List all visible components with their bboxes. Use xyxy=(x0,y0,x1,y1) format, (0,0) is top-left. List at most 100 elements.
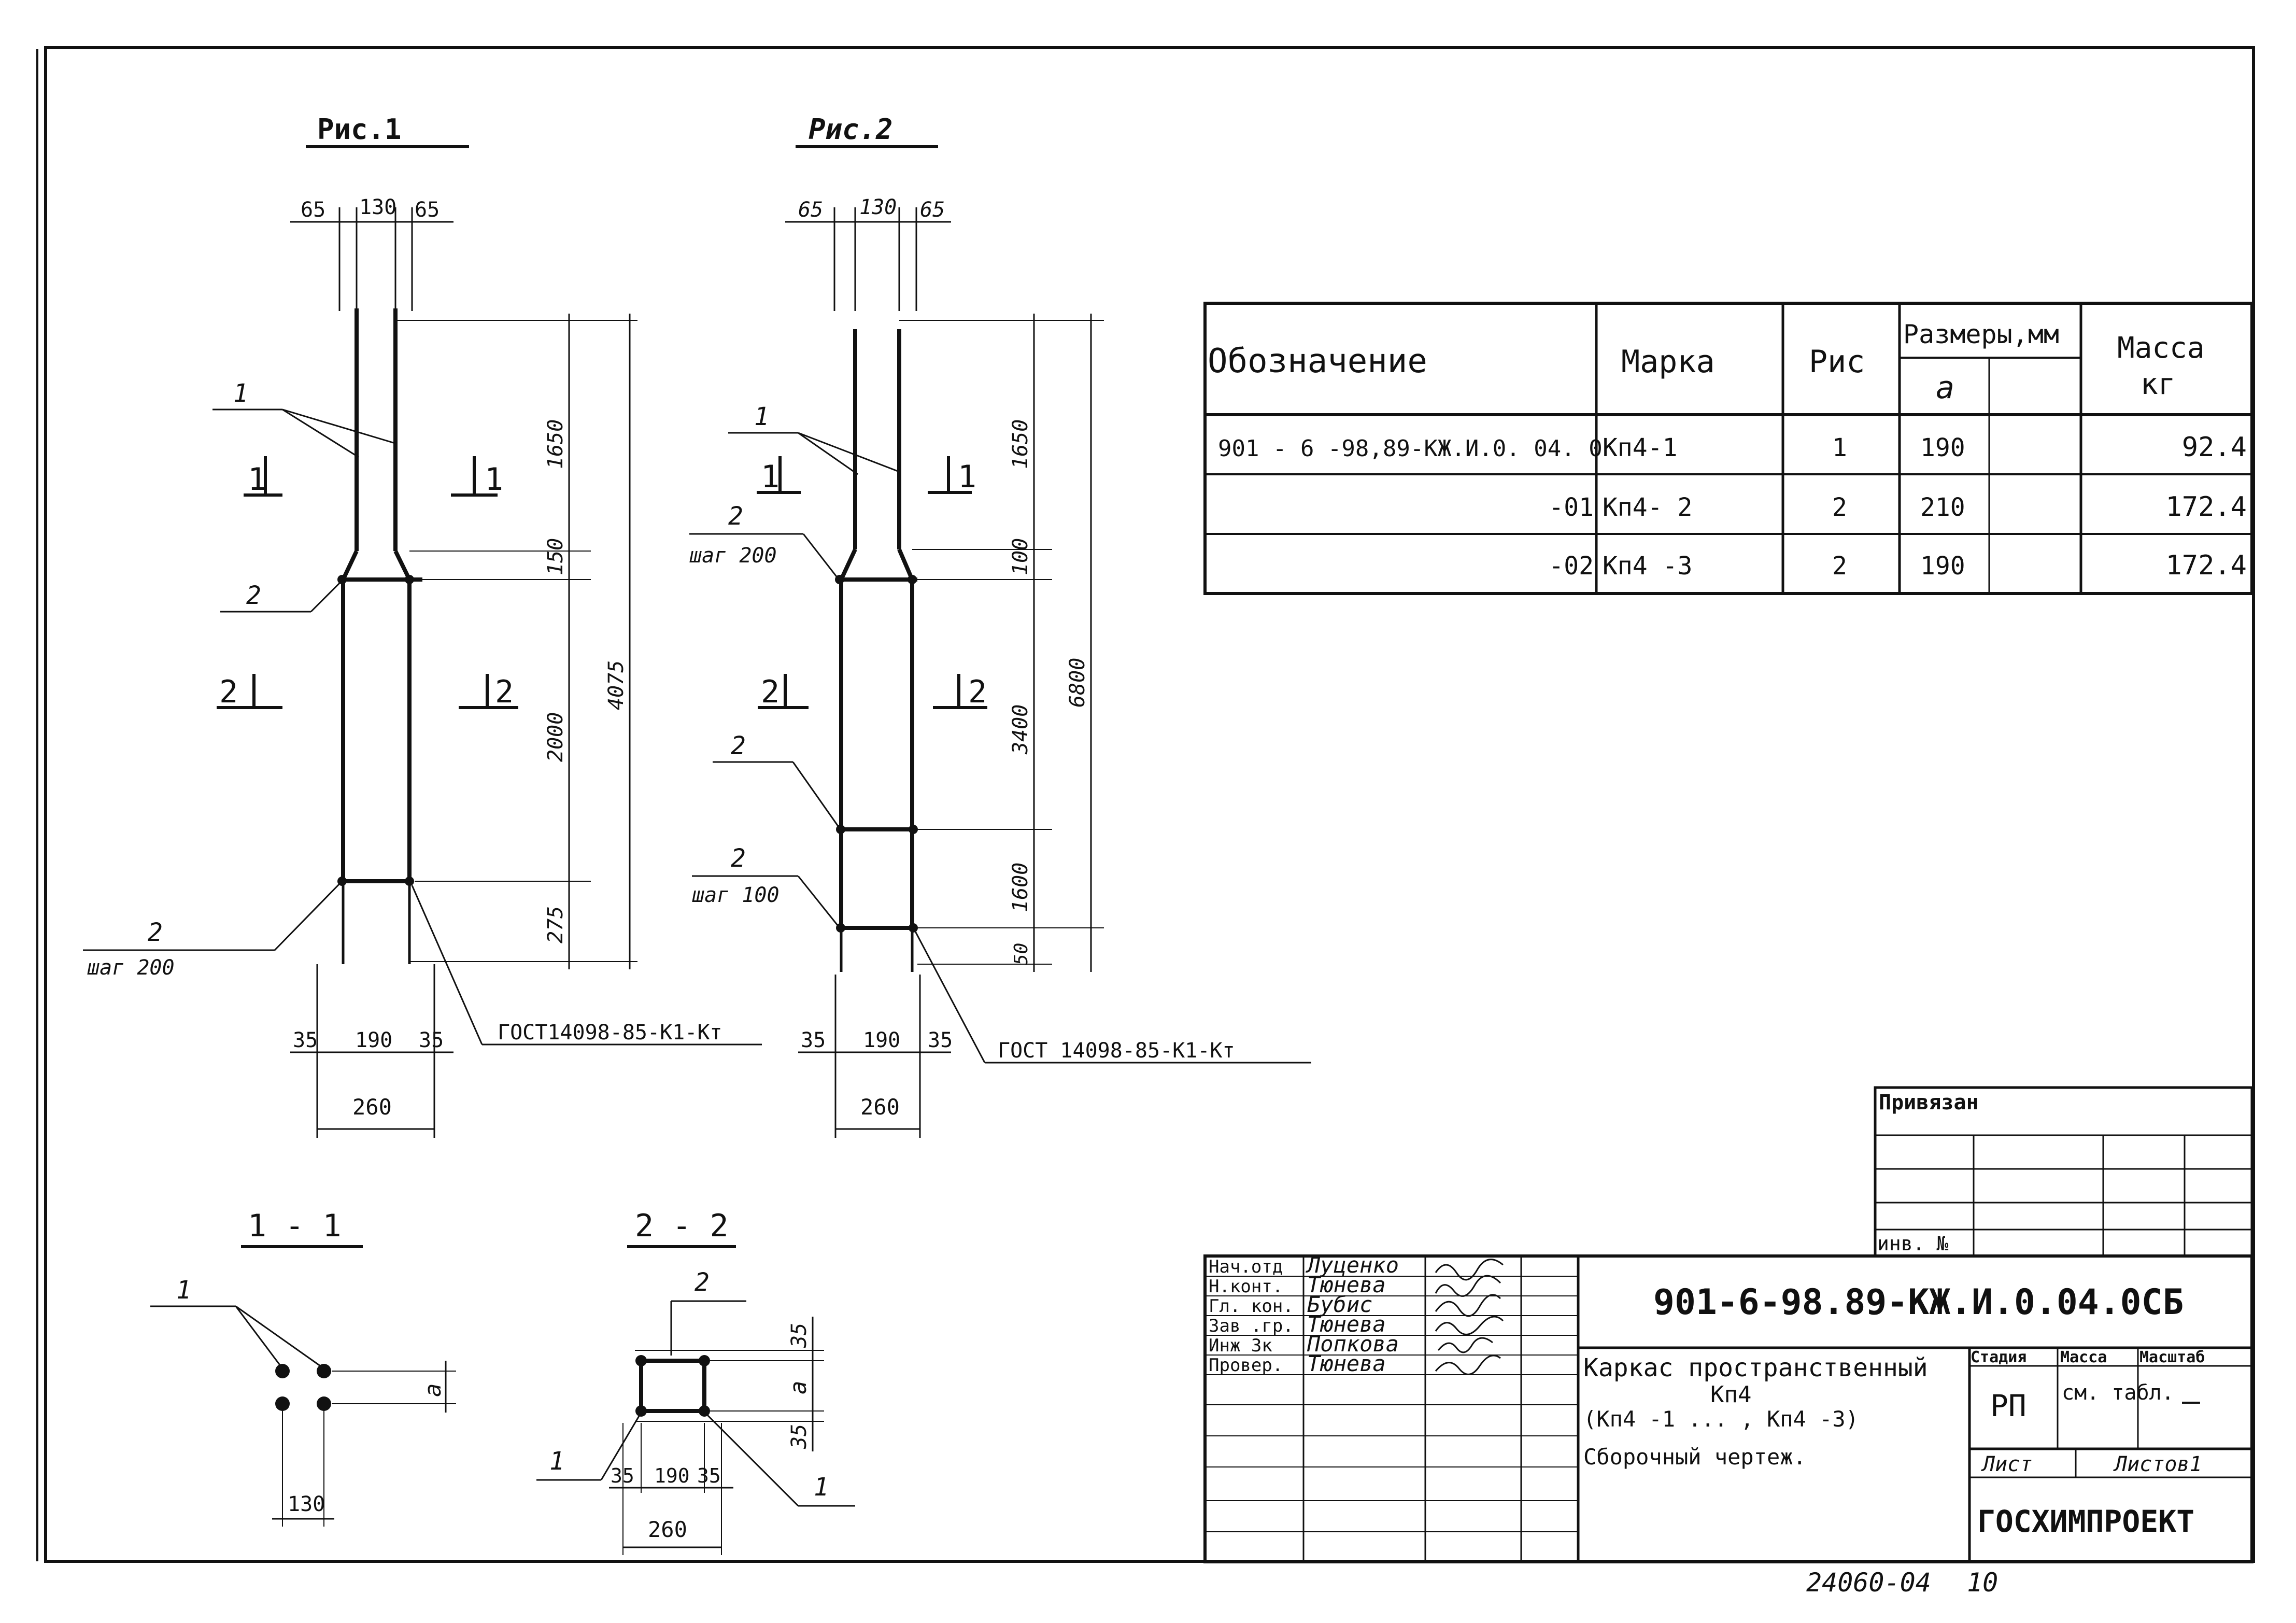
binding-label: Привязан xyxy=(1879,1091,1979,1114)
section-1-1: 1 - 1 1 а 130 xyxy=(150,1208,456,1527)
section-2-2-dim-a: а xyxy=(785,1381,812,1395)
section-1-1-title: 1 - 1 xyxy=(248,1208,342,1244)
section-2-2-dim-35-top: 35 xyxy=(787,1323,811,1348)
signature-3 xyxy=(1435,1294,1501,1317)
spec-row-2-a: 210 xyxy=(1920,493,1965,522)
spec-row-1-mass: 92.4 xyxy=(2182,432,2247,463)
spec-row: 901 - 6 -98,89-КЖ.И.0. 04. 0 Кп4-1 1 190… xyxy=(1218,432,2247,463)
spec-row-2-mark: Кп4- 2 xyxy=(1603,493,1692,522)
title-block-desc-line-3: (Кп4 -1 ... , Кп4 -3) xyxy=(1583,1406,1859,1432)
title-block: Нач.отд Луценко Н.конт. Тюнева Гл. кон. … xyxy=(1203,1252,2254,1563)
spec-row-2-mass: 172.4 xyxy=(2165,491,2247,523)
fig2-gost-label: ГОСТ 14098-85-К1-Кт xyxy=(998,1039,1235,1063)
fig2-dim-1600: 1600 xyxy=(1009,863,1032,912)
fig1-section-1-left: 1 xyxy=(248,461,266,498)
title-block-scale: — xyxy=(2182,1383,2200,1418)
fig2-bottom-dim-3: 35 xyxy=(928,1028,953,1052)
signature-4 xyxy=(1435,1316,1504,1335)
fig1-dim-total: 4075 xyxy=(604,660,628,710)
signature-5 xyxy=(1437,1337,1493,1353)
fig2-section-1-left: 1 xyxy=(761,459,779,495)
fig1-callout-2: 2 xyxy=(246,581,261,610)
title-block-desc-line-4: Сборочный чертеж. xyxy=(1583,1444,1806,1470)
figure-1-title: Рис.1 xyxy=(317,113,402,146)
spec-row-1-designation: 901 - 6 -98,89-КЖ.И.0. 04. 0 xyxy=(1218,435,1603,462)
fig1-callout-2b-number: 2 xyxy=(148,918,163,947)
section-2-2-dim-35-bottom: 35 xyxy=(787,1424,811,1449)
fig1-bottom-dim-1: 35 xyxy=(293,1028,318,1052)
spec-row-3-a: 190 xyxy=(1920,552,1965,581)
title-block-name-4: Тюнева xyxy=(1307,1311,1386,1337)
fig2-dim-total: 6800 xyxy=(1066,658,1089,708)
section-1-1-dim-a: а xyxy=(420,1384,446,1398)
fig2-callout-2a-step: шаг 200 xyxy=(689,544,777,568)
fig2-callout-2c-step: шаг 100 xyxy=(692,883,779,907)
title-block-desc-line-2: Кп4 xyxy=(1710,1381,1751,1408)
signature-1 xyxy=(1435,1259,1504,1281)
fig1-gost-label: ГОСТ14098-85-К1-Кт xyxy=(498,1021,722,1045)
spec-row-2-fig: 2 xyxy=(1832,493,1847,522)
section-2-2-bottom-dim-1: 35 xyxy=(611,1464,634,1487)
title-block-name-5: Попкова xyxy=(1307,1331,1399,1357)
title-block-sheets-label: Листов1 xyxy=(2113,1452,2202,1476)
binding-box: Привязан инв. № xyxy=(1874,1086,2254,1258)
figure-1: Рис.1 65 130 65 1650 150 xyxy=(83,113,762,1138)
figure-2: Рис.2 65 130 65 1650 1 xyxy=(689,113,1311,1138)
fig1-top-dim-3: 65 xyxy=(415,198,440,222)
fig2-dim-1650: 1650 xyxy=(1009,419,1032,469)
title-block-scale-label: Масштаб xyxy=(2139,1348,2205,1366)
title-block-role-3: Гл. кон. xyxy=(1209,1296,1294,1317)
fig2-top-dim-1: 65 xyxy=(798,198,823,222)
title-block-mass-label: Масса xyxy=(2060,1348,2107,1366)
section-2-2-width-dim: 260 xyxy=(648,1517,687,1542)
section-2-2-callout-left: 1 xyxy=(549,1447,564,1476)
fig2-section-1-right: 1 xyxy=(958,459,976,495)
spec-header-mass: Масса xyxy=(2117,331,2205,365)
spec-table: Обозначение Марка Рис Размеры,мм а Масса… xyxy=(1203,302,2254,595)
fig2-bottom-dim-2: 190 xyxy=(863,1028,900,1052)
signature-6 xyxy=(1435,1354,1501,1375)
fig1-dim-2000: 2000 xyxy=(544,712,568,762)
title-block-mass: см. табл. xyxy=(2062,1381,2174,1405)
spec-header-designation: Обозначение xyxy=(1208,342,1427,380)
fig2-bottom-dim-1: 35 xyxy=(801,1028,826,1052)
fig1-callout-2b-step: шаг 200 xyxy=(87,956,175,980)
title-block-role-2: Н.конт. xyxy=(1209,1276,1283,1297)
section-2-2: 2 - 2 35 а 35 2 1 1 35 190 35 260 xyxy=(536,1208,855,1555)
section-2-2-bottom-dim-3: 35 xyxy=(697,1464,721,1487)
page-number: 10 xyxy=(1967,1568,1998,1598)
title-block-org: ГОСХИМПРОЕКТ xyxy=(1977,1504,2194,1539)
section-2-2-callout-right: 1 xyxy=(814,1473,829,1502)
fig1-section-2-left: 2 xyxy=(219,674,238,710)
title-block-name-6: Тюнева xyxy=(1307,1351,1386,1376)
fig2-dim-100: 100 xyxy=(1009,538,1032,575)
fig2-dim-50: 50 xyxy=(1011,943,1032,965)
title-block-role-4: Зав .гр. xyxy=(1209,1316,1294,1336)
fig1-callout-1: 1 xyxy=(233,379,248,408)
spec-row-1-mark: Кп4-1 xyxy=(1603,433,1678,462)
title-block-role-6: Провер. xyxy=(1209,1355,1283,1376)
title-block-name-3: Бубис xyxy=(1307,1292,1372,1317)
fig1-section-1-right: 1 xyxy=(485,461,503,498)
spec-header-mark: Марка xyxy=(1621,344,1715,380)
title-block-desc-line-1: Каркас пространственный xyxy=(1583,1353,1928,1382)
spec-row-3-mass: 172.4 xyxy=(2165,550,2247,581)
spec-row-3-designation: -02 xyxy=(1549,552,1594,581)
fig2-top-dim-2: 130 xyxy=(859,195,897,219)
spec-header-fig: Рис xyxy=(1809,344,1865,380)
fig1-section-2-right: 2 xyxy=(495,674,514,710)
sheet-border xyxy=(44,46,2255,1563)
spec-row: -02 Кп4 -3 2 190 172.4 xyxy=(1549,550,2247,581)
title-block-role-1: Нач.отд xyxy=(1209,1257,1283,1277)
spec-row-1-a: 190 xyxy=(1920,433,1965,462)
section-1-1-dim-width: 130 xyxy=(288,1492,325,1516)
title-block-stage: РП xyxy=(1990,1388,2026,1423)
fig2-section-2-right: 2 xyxy=(968,674,987,710)
spec-header-size-a: а xyxy=(1936,370,1954,406)
title-block-sheet-label: Лист xyxy=(1981,1452,2032,1476)
title-block-code: 901-6-98.89-КЖ.И.0.04.0СБ xyxy=(1653,1282,2184,1323)
title-block-role-5: Инж 3к xyxy=(1209,1335,1272,1356)
fig2-callout-2c-number: 2 xyxy=(731,844,746,873)
signature-2 xyxy=(1435,1275,1501,1297)
